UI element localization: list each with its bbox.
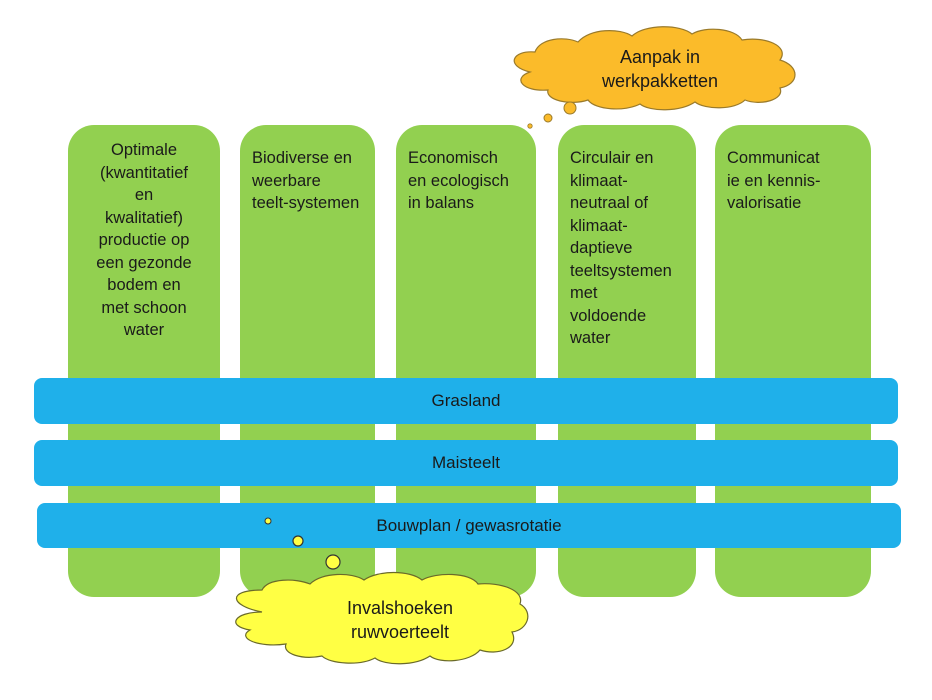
perspectives-cloud-shape bbox=[235, 517, 529, 665]
thought-bubble-large bbox=[325, 554, 341, 570]
perspectives-cloud-label: Invalshoeken ruwvoerteelt bbox=[346, 598, 454, 642]
perspective-bar-bouwplan: Bouwplan / gewasrotatie bbox=[37, 503, 901, 548]
perspective-bar-maisteelt: Maisteelt bbox=[34, 440, 898, 486]
thought-bubble-small bbox=[264, 517, 272, 525]
thought-bubble-large bbox=[563, 101, 577, 115]
work-package-label: Communicat ie en kennis- valorisatie bbox=[727, 149, 821, 212]
work-package-label: Optimale (kwantitatief en kwalitatief) p… bbox=[96, 141, 192, 339]
work-package-label: Biodiverse en weerbare teelt-systemen bbox=[252, 149, 360, 212]
work-packages-cloud-label: Aanpak in werkpakketten bbox=[601, 47, 719, 91]
perspective-bar-label: Bouwplan / gewasrotatie bbox=[376, 515, 562, 535]
perspective-bar-label: Grasland bbox=[431, 391, 501, 410]
thought-bubble-medium bbox=[292, 535, 304, 547]
work-packages-cloud-shape bbox=[513, 26, 796, 129]
thought-bubble-medium bbox=[543, 113, 553, 123]
perspective-bar-label: Maisteelt bbox=[431, 453, 501, 472]
perspective-bar-grasland: Grasland bbox=[34, 378, 898, 424]
thought-bubble-small bbox=[527, 123, 533, 129]
work-package-label: Circulair en klimaat- neutraal of klimaa… bbox=[570, 149, 672, 347]
work-package-label: Economisch en ecologisch in balans bbox=[408, 149, 509, 212]
